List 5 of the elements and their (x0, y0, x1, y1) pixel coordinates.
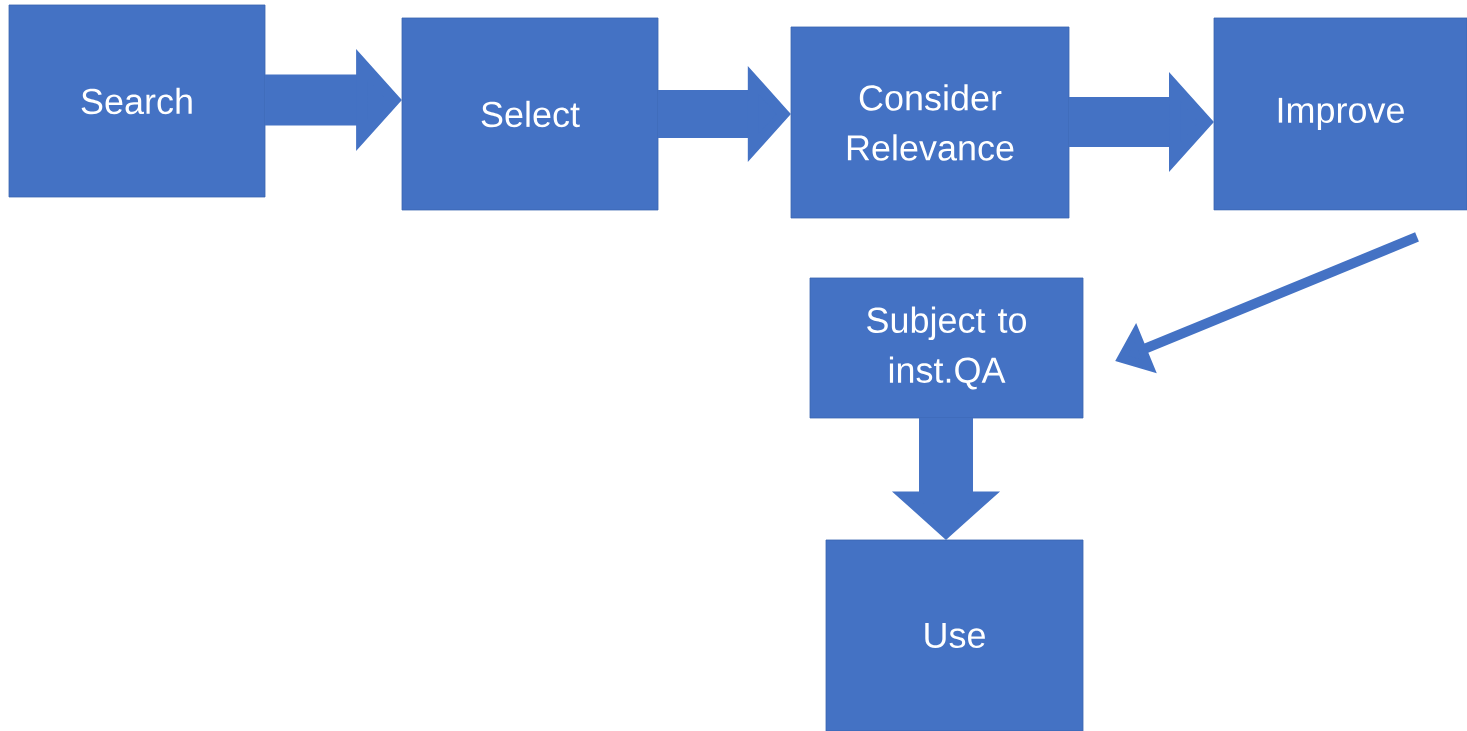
process-box: Select (401, 17, 659, 211)
process-box: Consider Relevance (790, 26, 1070, 219)
process-box: Subject to inst.QA (809, 277, 1084, 419)
process-box: Improve (1213, 17, 1467, 211)
process-box: Search (8, 4, 266, 198)
